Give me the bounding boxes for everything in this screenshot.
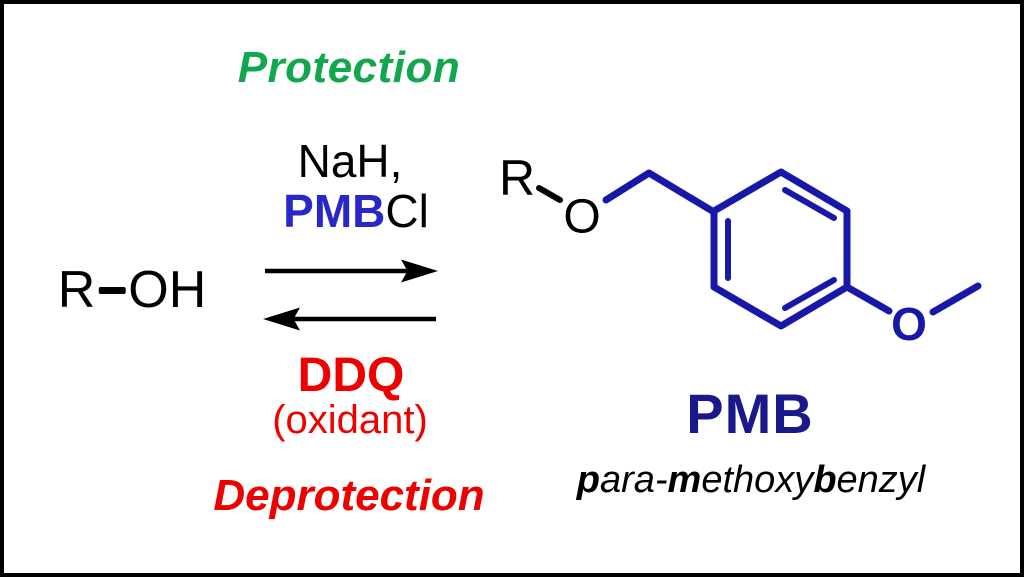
single-bond-dash bbox=[98, 286, 126, 294]
pmb-full-name: para-methoxybenzyl bbox=[577, 461, 926, 499]
pmb-ether-structure: R O O bbox=[499, 150, 982, 350]
reverse-arrow bbox=[263, 307, 436, 331]
benzene-ring bbox=[710, 168, 851, 330]
double-bond-bottom-right bbox=[782, 277, 837, 311]
substrate-roh: R OH bbox=[58, 264, 207, 316]
bond-ring-omethoxy bbox=[843, 283, 893, 315]
structure-o-methoxy: O bbox=[891, 298, 927, 350]
structure-o-ether: O bbox=[563, 191, 600, 244]
structure-r-label: R bbox=[499, 150, 535, 206]
reagent-pmb-part: PMB bbox=[283, 185, 386, 237]
substrate-r: R bbox=[57, 261, 96, 319]
bond-methyl bbox=[929, 282, 982, 316]
reagent-cl-part: Cl bbox=[385, 185, 429, 237]
reagent-nah: NaH, bbox=[297, 135, 403, 187]
double-bond-top-right bbox=[782, 187, 837, 221]
name-seg-ethoxy: ethoxy bbox=[701, 459, 814, 501]
name-seg-b: b bbox=[813, 459, 837, 501]
deprotection-label: Deprotection bbox=[213, 471, 485, 520]
reagent-ddq: DDQ bbox=[297, 349, 405, 402]
name-seg-m: m bbox=[667, 459, 702, 501]
forward-arrow bbox=[265, 259, 438, 283]
pmb-title: PMB bbox=[686, 382, 814, 445]
name-seg-enzyl: enzyl bbox=[836, 459, 926, 501]
protection-label: Protection bbox=[237, 43, 461, 92]
equilibrium-arrows bbox=[263, 259, 438, 331]
oxidant-note: (oxidant) bbox=[272, 398, 428, 442]
bond-benzylic-ch2 bbox=[602, 169, 718, 216]
bond-r-o bbox=[536, 185, 563, 203]
name-seg-p: p bbox=[576, 459, 600, 501]
name-seg-ara: ara- bbox=[599, 459, 668, 501]
substrate-oh: OH bbox=[128, 261, 207, 319]
reagent-pmbcl: PMBCl bbox=[283, 188, 429, 234]
